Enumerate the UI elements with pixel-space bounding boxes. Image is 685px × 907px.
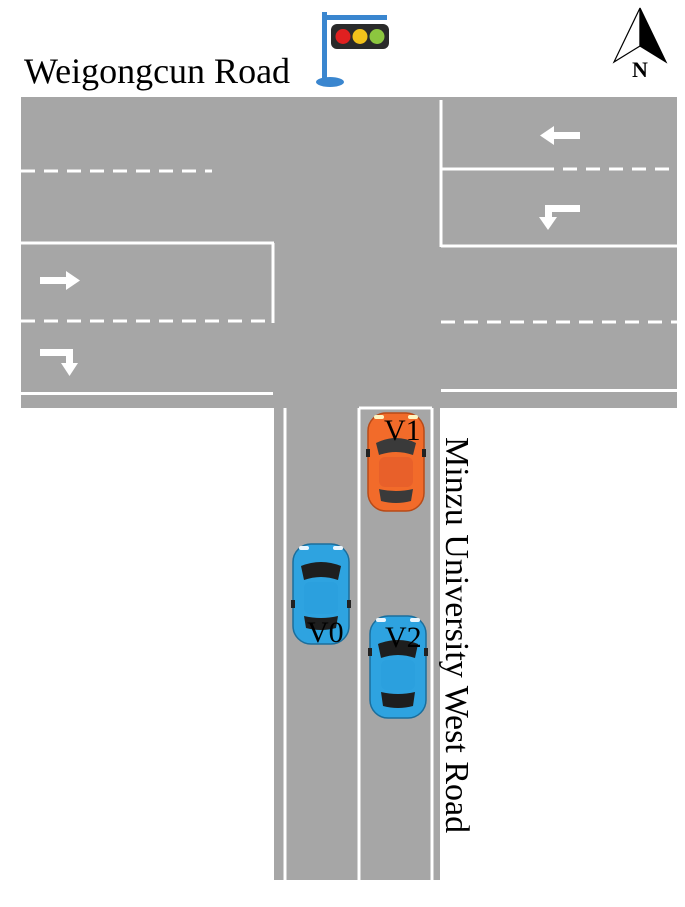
north-arrow-icon <box>612 7 668 64</box>
traffic-light-icon <box>316 12 389 87</box>
road-top-edge <box>21 90 677 97</box>
westbound-straight-arrow-icon <box>540 126 580 145</box>
compass-north-label: N <box>632 57 648 82</box>
vehicle-v0-label: V0 <box>307 616 344 649</box>
road-bottom-edge <box>21 392 273 395</box>
left-turn-arrow-icon <box>539 205 580 230</box>
vehicle-v1 <box>366 412 426 512</box>
road-bottom-edge-right <box>441 389 677 392</box>
vehicle-v2 <box>368 615 428 719</box>
vehicle-v1-label: V1 <box>384 414 421 447</box>
vehicle-v2-label: V2 <box>385 621 422 654</box>
vertical-road-name: Minzu University West Road <box>438 437 475 833</box>
horizontal-road-name: Weigongcun Road <box>24 51 290 91</box>
straight-arrow-icon <box>40 271 80 290</box>
vehicle-v0 <box>291 543 351 645</box>
horizontal-road <box>21 90 677 408</box>
right-turn-arrow-icon <box>40 349 78 376</box>
